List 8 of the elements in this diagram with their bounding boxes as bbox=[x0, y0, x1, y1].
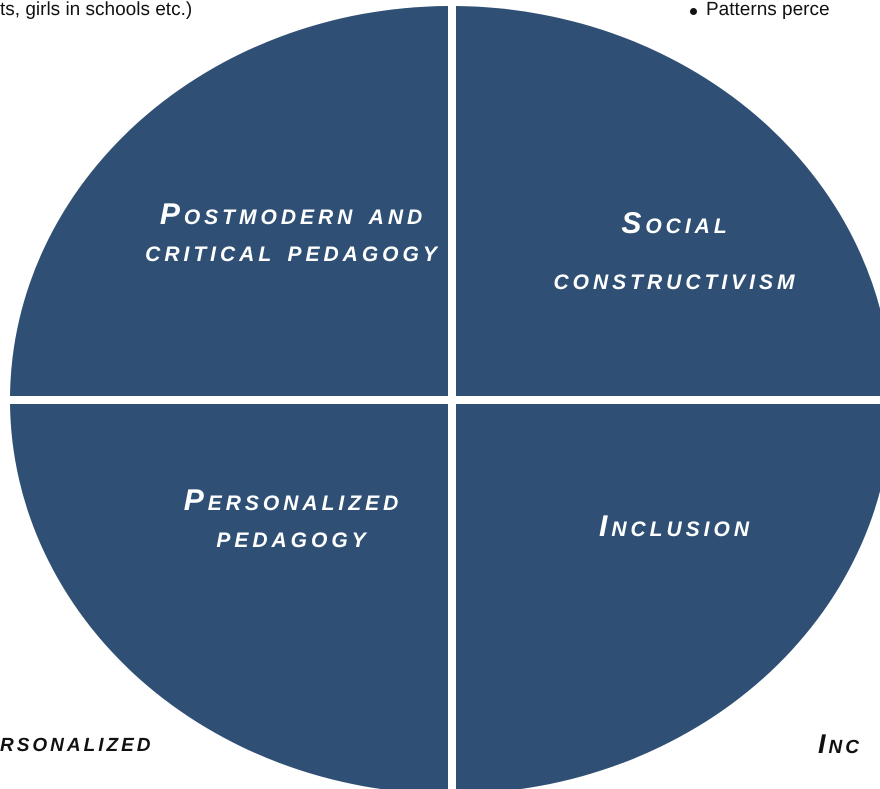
heading-fragment: rsonalized bbox=[0, 732, 154, 752]
bullet-text: Patterns perce bbox=[706, 0, 830, 20]
quadrant-title: Postmodern and critical pedagogy bbox=[144, 197, 442, 270]
quadrant-title: Personalized pedagogy bbox=[182, 483, 404, 556]
text-fragment: ts, girls in schools etc.) bbox=[0, 0, 192, 20]
quadrant-title: Social constructivism bbox=[552, 206, 800, 298]
heading-fragment: Inc bbox=[818, 734, 862, 754]
quadrant-title: Inclusion bbox=[598, 509, 754, 545]
